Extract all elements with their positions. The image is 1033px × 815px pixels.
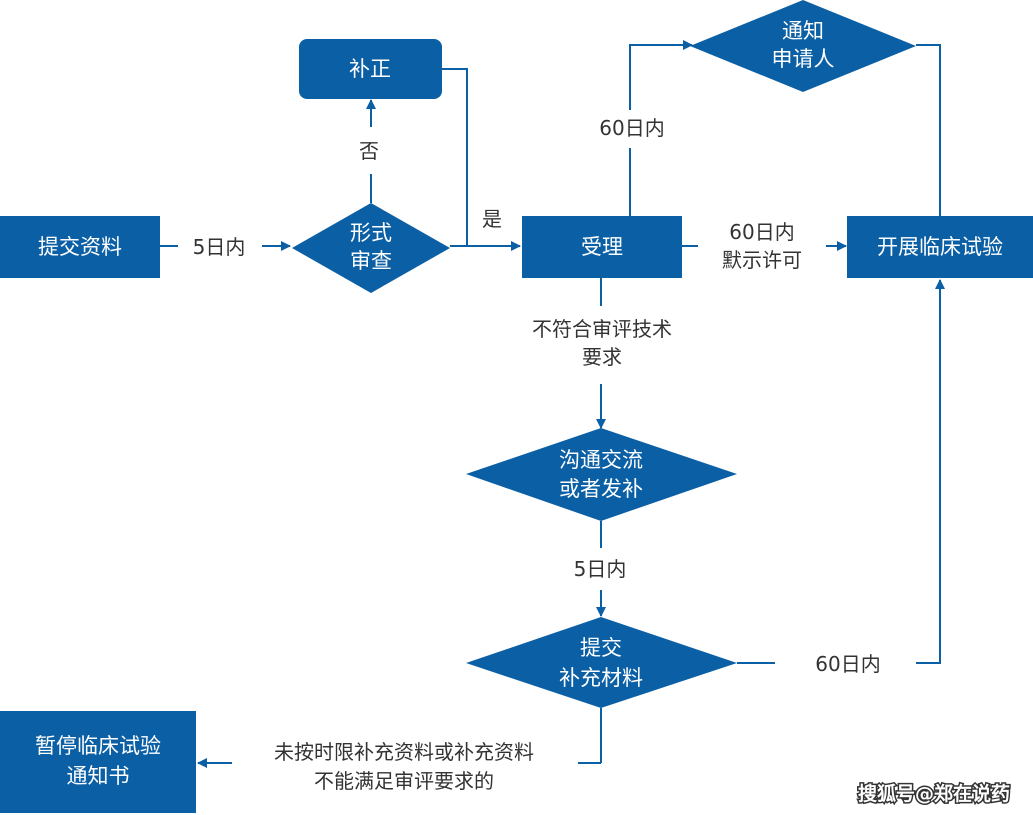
node-accept [522,216,682,278]
node-submit-supplement [466,617,737,708]
node-formal-review [292,203,450,293]
edge-label-60-days-supp: 60日内 [815,652,880,676]
node-accept-label: 受理 [581,235,623,259]
node-start-trial [847,216,1033,278]
edge-label-not-meet-2: 要求 [582,345,622,369]
edge-correction-loop [442,68,468,246]
node-communicate-label-1: 沟通交流 [559,448,643,472]
watermark: 搜狐号@郑在说药 [858,782,1010,805]
node-submit-label: 提交资料 [38,235,122,259]
edge-label-fail-2: 不能满足审评要求的 [314,769,494,793]
node-notify-applicant-label-2: 申请人 [772,47,835,71]
edge-label-yes: 是 [482,207,502,231]
node-suspend-notice-label-1: 暂停临床试验 [35,734,161,758]
edge-supp-to-trial-right [916,279,945,664]
edge-label-60-days-implied-2: 默示许可 [722,248,802,272]
edge-label-5-days-a: 5日内 [193,235,246,259]
edge-label-5-days-b: 5日内 [574,557,627,581]
node-formal-review-label-2: 审查 [350,249,392,273]
edge-label-60-days-implied-1: 60日内 [729,220,794,244]
node-correction [299,39,442,99]
node-communicate [466,428,737,521]
edge-notify-to-trial [916,44,941,216]
node-correction-label: 补正 [349,57,391,81]
edge-label-60-days-notify: 60日内 [599,116,664,140]
node-submit [0,216,160,278]
node-notify-applicant-label-1: 通知 [782,19,824,43]
node-notify-applicant [690,0,916,92]
node-submit-supplement-label-1: 提交 [580,636,622,660]
node-suspend-notice-label-2: 通知书 [67,764,130,788]
edge-accept-to-notify-upper [629,40,693,110]
node-formal-review-label-1: 形式 [350,221,392,245]
node-submit-supplement-label-2: 补充材料 [559,666,643,690]
edge-label-fail-1: 未按时限补充资料或补充资料 [274,740,534,764]
edge-label-not-meet-1: 不符合审评技术 [532,317,672,341]
node-start-trial-label: 开展临床试验 [877,235,1003,259]
node-suspend-notice [0,711,196,813]
node-communicate-label-2: 或者发补 [559,477,643,501]
edge-label-no: 否 [359,139,379,163]
